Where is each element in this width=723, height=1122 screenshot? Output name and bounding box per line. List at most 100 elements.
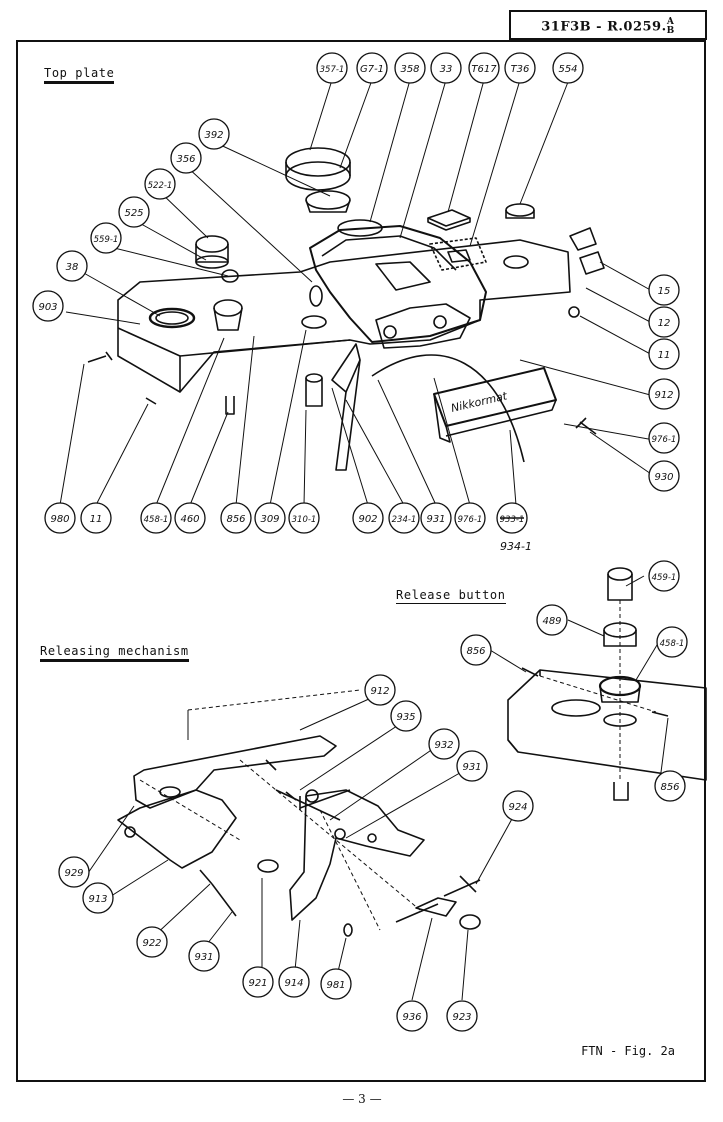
callout-circle [220, 502, 252, 534]
callout-circle [536, 604, 568, 636]
part-number-label: 931 [194, 952, 213, 963]
callout-circle [648, 306, 680, 338]
callout-circle [356, 52, 388, 84]
callout-circle [90, 222, 122, 254]
part-number-label: 921 [248, 978, 267, 989]
callout-circle [254, 502, 286, 534]
part-number-label: 525 [124, 208, 143, 219]
part-number-label: 856 [226, 514, 245, 525]
page-number: — 3 — [342, 1092, 382, 1106]
part-number-label: 922 [142, 938, 161, 949]
callout-circle [140, 502, 172, 534]
part-number-label: 554 [558, 64, 577, 75]
callout-circle [58, 856, 90, 888]
callout-circle [44, 502, 76, 534]
releasing-mechanism-title-text: Releasing mechanism [40, 644, 189, 662]
nikkormat-nameplate-text: Nikkormat [450, 389, 509, 415]
part-number-label: 929 [64, 868, 83, 879]
part-number-label: 358 [400, 64, 419, 75]
part-number-label: 458-1 [660, 639, 685, 649]
callout-circle [648, 274, 680, 306]
part-number-label: 936 [402, 1012, 421, 1023]
part-number-label: 914 [284, 978, 303, 989]
callout-circle [430, 52, 462, 84]
release-button-drawing [507, 567, 707, 801]
callout-circle [648, 378, 680, 410]
part-label-circles: 357-1 G7-1 358 33 T617 T36 554 392 356 522-1 525 55… [32, 52, 688, 1032]
callout-circle [188, 940, 220, 972]
callout-circle [504, 52, 536, 84]
part-number-label: 522-1 [148, 181, 173, 191]
figure-caption: FTN - Fig. 2a [581, 1044, 675, 1058]
callout-circle [648, 422, 680, 454]
part-number-label: G7-1 [360, 64, 384, 75]
callout-circle [420, 502, 452, 534]
part-number-label: 976-1 [652, 435, 677, 445]
callout-circle [656, 626, 688, 658]
part-number-label: 310-1 [292, 515, 317, 525]
part-number-label: 931 [462, 762, 481, 773]
top-plate-title: Top plate [44, 66, 115, 84]
callout-circle [118, 196, 150, 228]
part-number-label: 489 [542, 616, 561, 627]
part-number-label: 930 [654, 472, 673, 483]
part-number-label: 559-1 [94, 235, 119, 245]
callout-circle [552, 52, 584, 84]
callout-circle [198, 118, 230, 150]
part-number-label: 357-1 [320, 65, 345, 75]
release-button-title-text: Release button [396, 588, 506, 604]
part-number-label: T617 [471, 64, 497, 75]
part-number-label: 459-1 [652, 573, 677, 583]
callout-circle [174, 502, 206, 534]
callout-circle [288, 502, 320, 534]
part-number-label: 981 [326, 980, 345, 991]
callout-circle [390, 700, 422, 732]
part-number-label: 912 [370, 686, 389, 697]
part-number-label: 12 [658, 318, 671, 329]
part-number-label: 11 [658, 350, 671, 361]
part-number-label: 980 [50, 514, 69, 525]
callout-circle [654, 770, 686, 802]
callout-circle [56, 250, 88, 282]
part-number-label: 924 [508, 802, 527, 813]
part-number-label: 856 [466, 646, 485, 657]
part-number-label: 309 [260, 514, 279, 525]
part-number-label: 856 [660, 782, 679, 793]
part-number-label: 912 [654, 390, 673, 401]
part-number-label: 935 [396, 712, 415, 723]
part-number-label: 913 [88, 894, 107, 905]
callout-circle [454, 502, 486, 534]
callout-circle [502, 790, 534, 822]
part-number-label: 33 [440, 64, 453, 75]
part-number-label: 932 [434, 740, 453, 751]
callout-circle [80, 502, 112, 534]
callout-circle [468, 52, 500, 84]
callout-circle [316, 52, 348, 84]
callout-circle [648, 560, 680, 592]
callout-circle [456, 750, 488, 782]
part-number-label: 392 [204, 130, 223, 141]
callout-circle [170, 142, 202, 174]
document-code-text: 31F3B - R.0259. [541, 19, 667, 35]
callout-circle [32, 290, 64, 322]
callout-circle [394, 52, 426, 84]
part-number-label: 933-1 [500, 515, 525, 525]
callout-circle [428, 728, 460, 760]
part-number-label: 38 [66, 262, 79, 273]
suffix-a: A [666, 17, 675, 27]
callout-circle [388, 502, 420, 534]
part-number-label: 902 [358, 514, 377, 525]
part-number-label: 976-1 [458, 515, 483, 525]
callout-circle [446, 1000, 478, 1032]
part-number-label: 458-1 [144, 515, 169, 525]
part-number-label: T36 [511, 64, 530, 75]
callout-circle [82, 882, 114, 914]
suffix-b: B [666, 26, 675, 36]
callout-circle [648, 338, 680, 370]
part-number-label: 356 [176, 154, 195, 165]
callout-circle [648, 460, 680, 492]
release-button-title: Release button [396, 588, 506, 604]
